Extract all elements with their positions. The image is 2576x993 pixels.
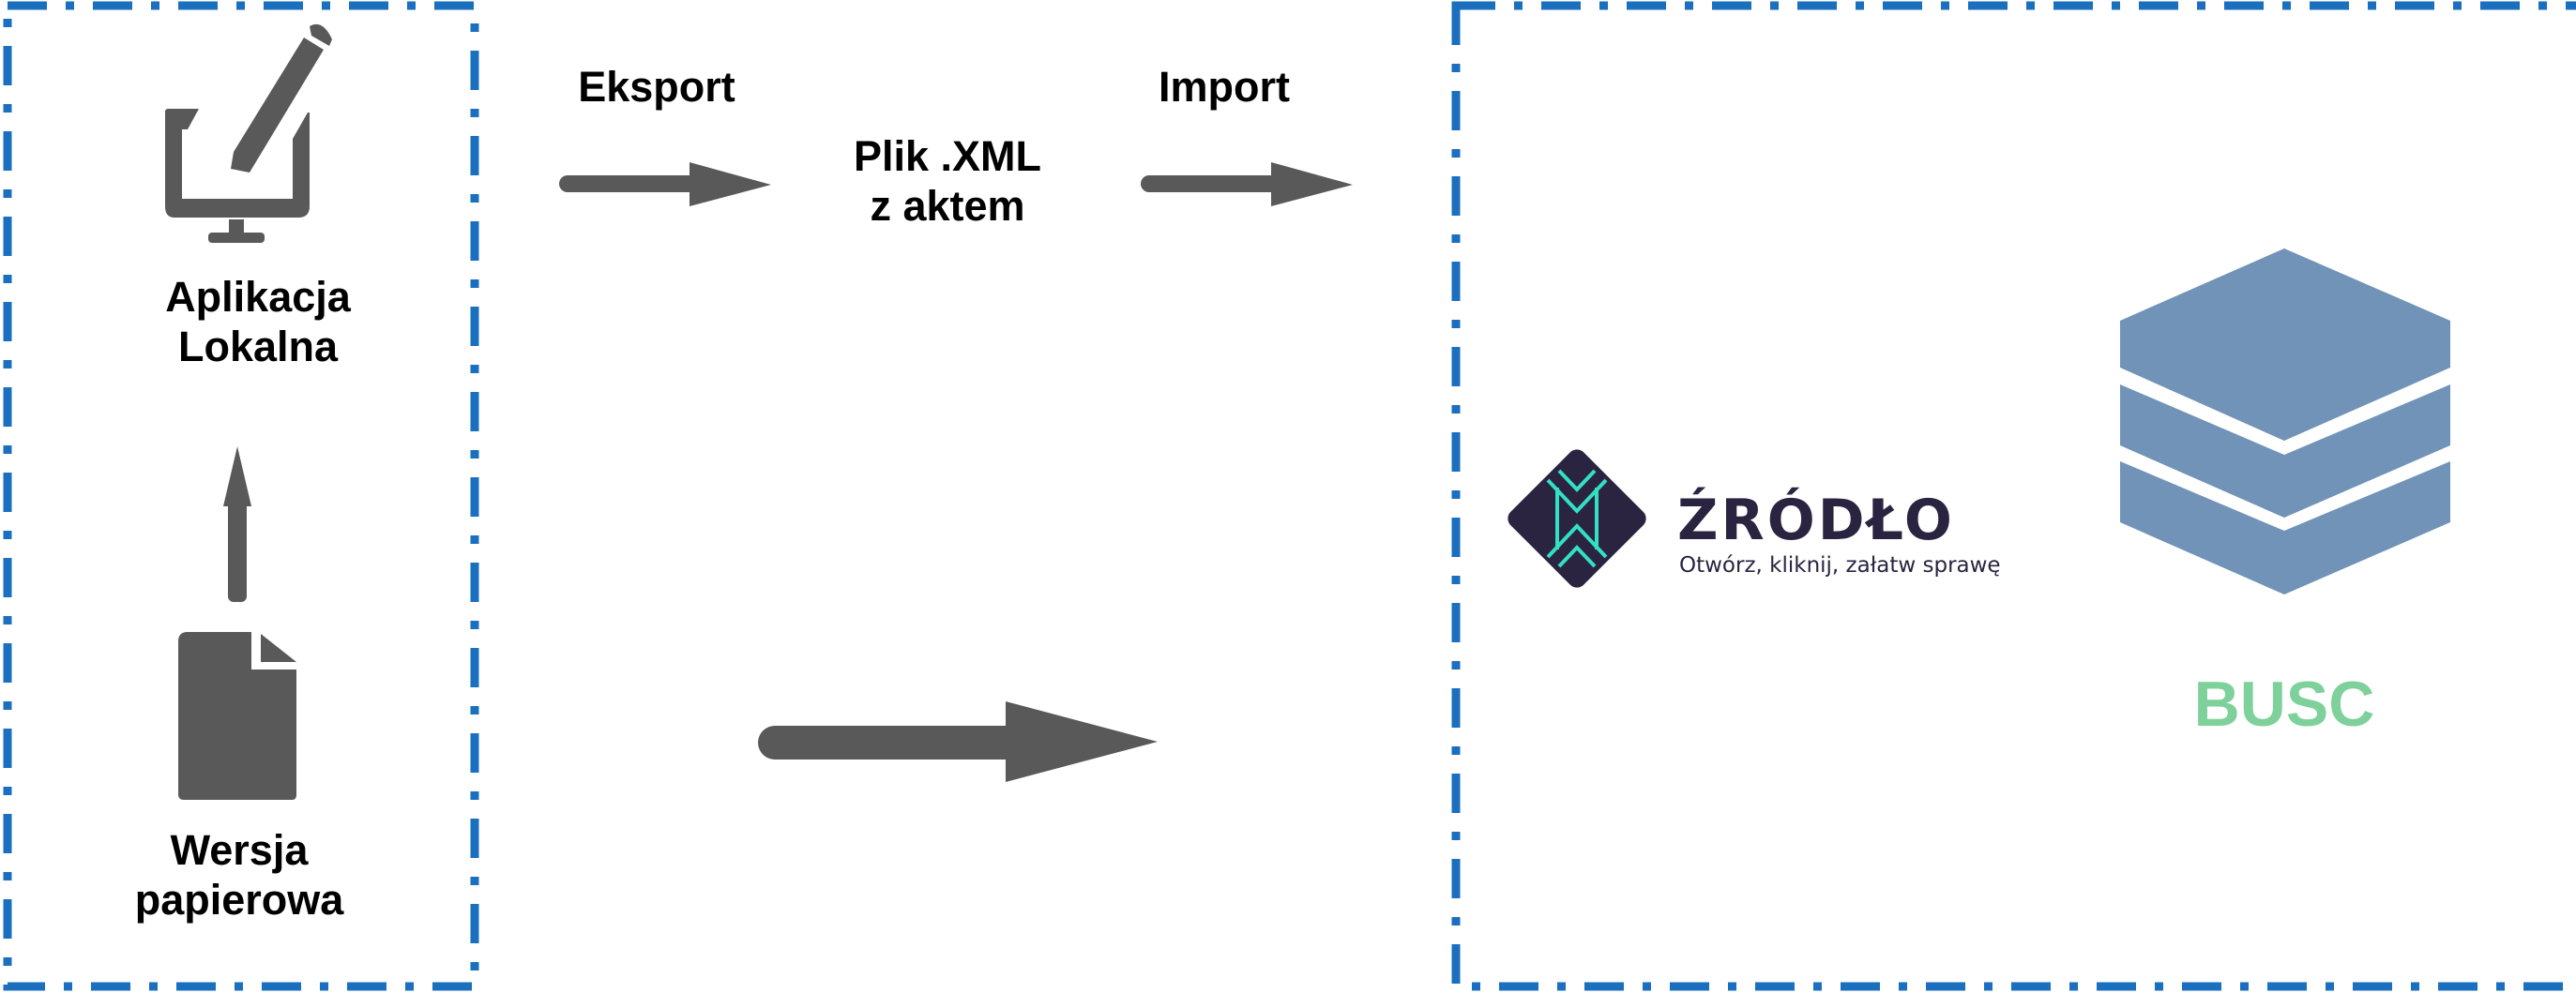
node-local-app-label: Aplikacja Lokalna	[131, 272, 385, 371]
local-app-line1: Aplikacja	[165, 273, 351, 321]
edge-export-label: Eksport	[578, 63, 735, 111]
right-group-frame	[1451, 1, 2576, 991]
zrodlo-brand-name: ŹRÓDŁO	[1677, 488, 1955, 553]
left-group-frame	[3, 1, 479, 991]
arrow-paper-to-system	[758, 701, 1158, 782]
paper-version-line2: papierowa	[134, 876, 344, 925]
xml-file-line1: Plik .XML	[853, 132, 1042, 180]
paper-version-line1: Wersja	[170, 826, 309, 874]
edge-import-label: Import	[1159, 63, 1290, 111]
document-icon	[178, 632, 296, 800]
zrodlo-logo-icon	[1508, 449, 1646, 588]
arrow-import	[1141, 162, 1353, 206]
local-app-line2: Lokalna	[177, 323, 339, 371]
monitor-pen-icon	[165, 23, 332, 243]
database-layers-icon	[2120, 248, 2450, 594]
zrodlo-tagline: Otwórz, kliknij, załatw sprawę	[1679, 553, 2001, 578]
xml-file-line2: z aktem	[870, 182, 1025, 231]
node-paper-version-label: Wersja papierowa	[103, 825, 375, 925]
busc-label: BUSC	[2193, 669, 2375, 740]
node-xml-file-label: Plik .XML z aktem	[807, 131, 1088, 231]
arrow-paper-to-app	[223, 446, 251, 602]
arrow-export	[559, 162, 771, 206]
